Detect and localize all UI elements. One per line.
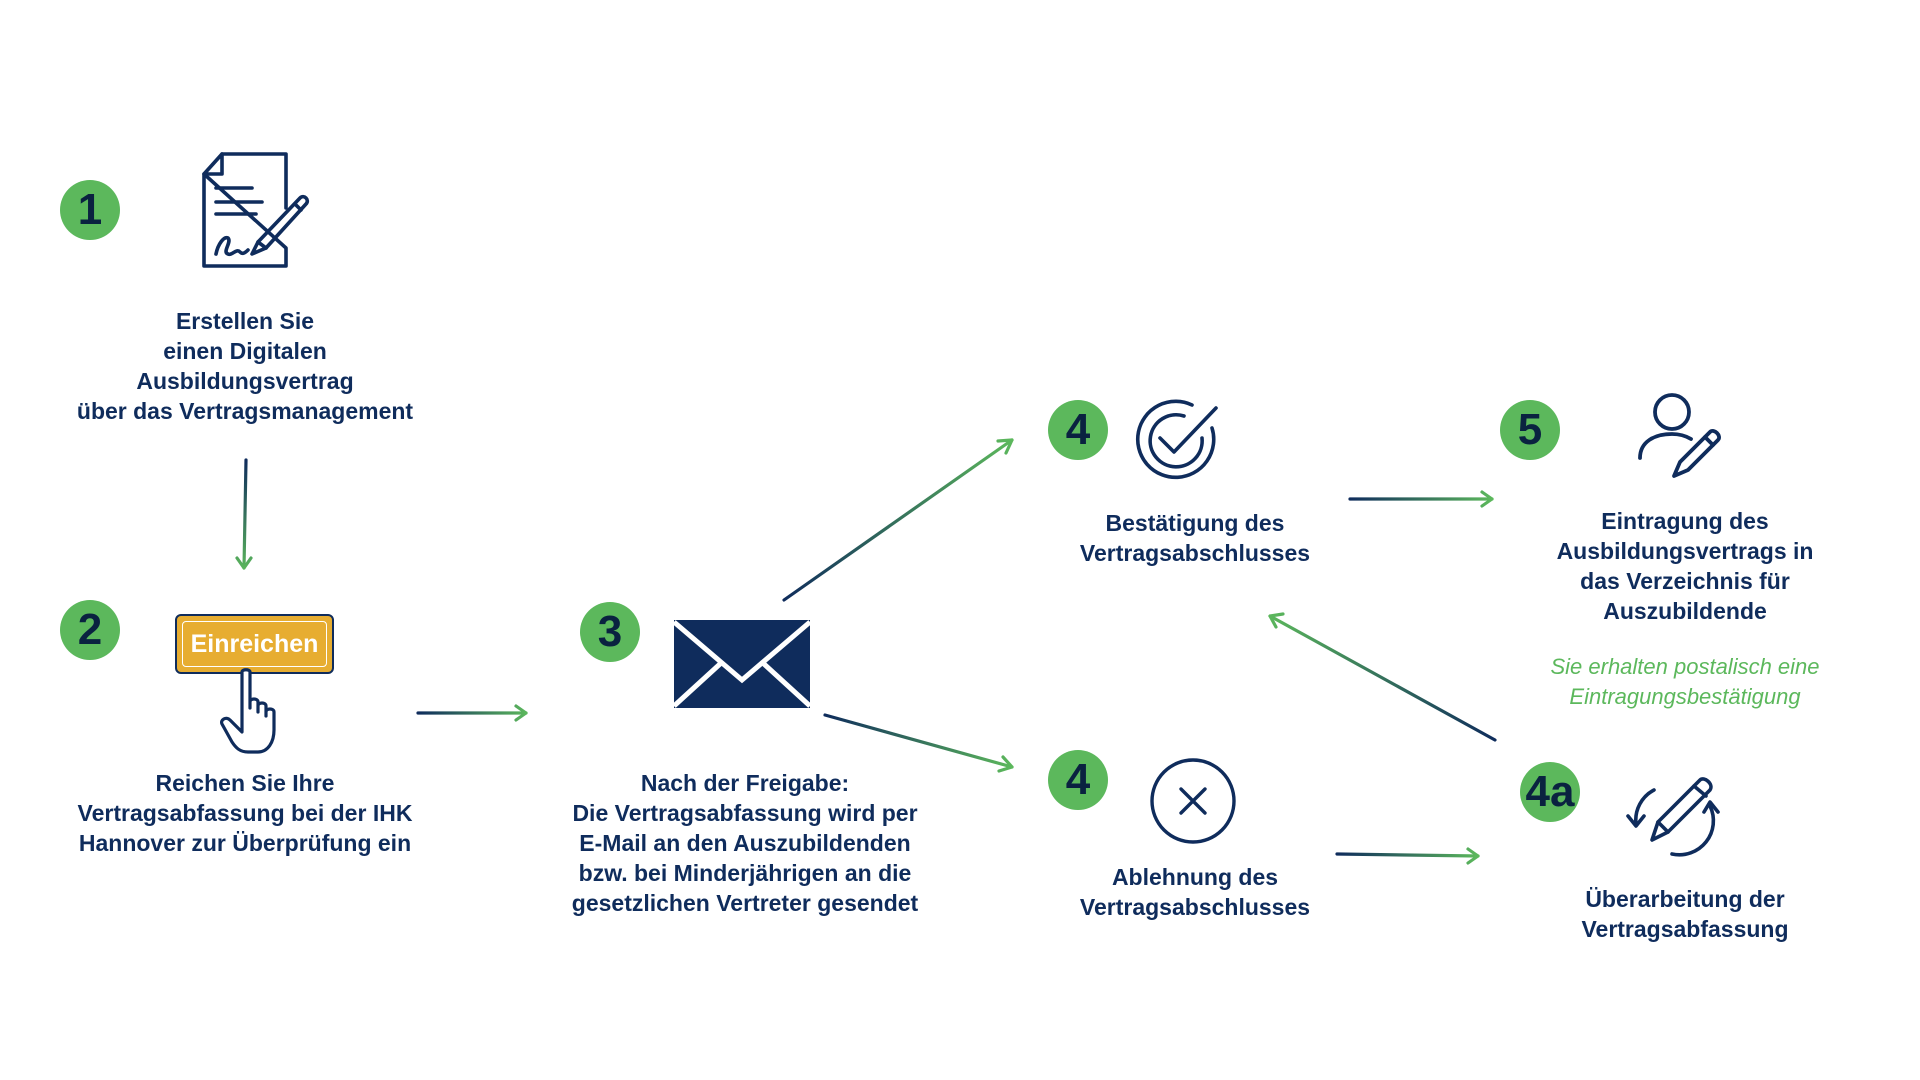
step-2-label: Reichen Sie Ihre Vertragsabfassung bei d… [77,770,413,856]
step-4-reject-badge: 4 [1048,750,1108,810]
arrow-1-to-2 [235,458,253,570]
step-5-note: Sie erhalten postalisch eine Eintragungs… [1550,654,1820,709]
step-3-badge: 3 [580,602,640,662]
arrow-2-to-3 [416,704,528,722]
x-circle-icon [1150,758,1236,844]
submit-button-label: Einreichen [190,629,319,658]
step-4-confirm-label: Bestätigung des Vertragsabschlusses [1079,510,1311,566]
step-4a-badge: 4a [1520,762,1580,822]
step-4a-label: Überarbeitung der Vertragsabfassung [1581,886,1789,942]
step-5-badge: 5 [1500,400,1560,460]
arrow-3-to-confirm [782,438,1014,602]
check-circle-icon [1135,399,1218,480]
pencil-refresh-icon [1626,777,1720,857]
submit-button[interactable]: Einreichen [175,614,334,674]
step-1-label: Erstellen Sie einen Digitalen Ausbildung… [76,308,414,424]
step-4-confirm-badge: 4 [1048,400,1108,460]
submit-button-frame [182,621,327,667]
signed-document-icon [202,152,310,268]
hand-pointer-icon [220,668,276,754]
arrow-confirm-to-5 [1348,490,1494,508]
arrow-reject-to-4a [1335,847,1480,865]
step-3-label: Nach der Freigabe: Die Vertragsabfassung… [571,770,919,916]
step-2-badge: 2 [60,600,120,660]
step-5-label: Eintragung des Ausbildungsvertrags in da… [1556,508,1814,624]
user-edit-icon [1638,393,1721,478]
step-4-reject-label: Ablehnung des Vertragsabschlusses [1079,864,1311,920]
arrow-4a-to-confirm [1268,612,1497,742]
arrow-3-to-reject [823,713,1014,773]
envelope-icon [672,620,812,708]
step-1-badge: 1 [60,180,120,240]
